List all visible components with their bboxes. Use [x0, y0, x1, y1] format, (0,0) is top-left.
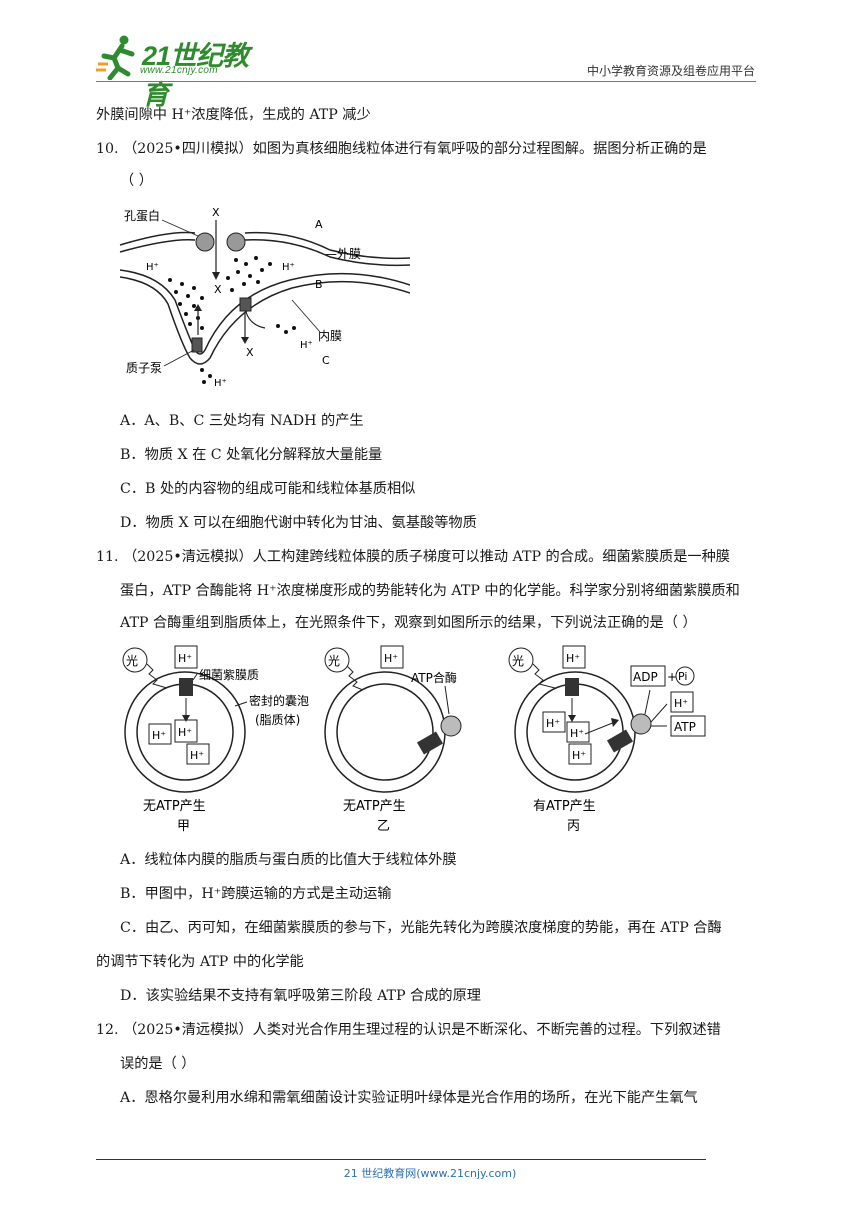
- q10-stem-line1: 10. （2025•四川模拟）如图为真核细胞线粒体进行有氧呼吸的部分过程图解。据…: [96, 141, 707, 157]
- q12-option-a: A．恩格尔曼利用水绵和需氧细菌设计实验证明叶绿体是光合作用的场所，在光下能产生氧…: [120, 1090, 698, 1106]
- panel-jia: 光 H⁺ H⁺ H⁺ H⁺ 细菌紫膜质 密封的囊泡 (脂质体) 无ATP产生 甲: [122, 645, 309, 834]
- h-label-4: H⁺: [214, 378, 227, 389]
- svg-text:H⁺: H⁺: [570, 727, 584, 740]
- atp-synthase-stalk: [416, 731, 444, 755]
- inner-membrane-label: 内膜: [318, 329, 342, 343]
- q11-option-c-line1: C．由乙、丙可知，在细菌紫膜质的参与下，光能先转化为跨膜浓度梯度的势能，再在 A…: [120, 920, 722, 936]
- proton-pump: [191, 337, 203, 353]
- liposome-experiment-diagram: 光 H⁺ H⁺ H⁺ H⁺ 细菌紫膜质 密封的囊泡 (脂质体) 无ATP产生 甲…: [122, 645, 706, 834]
- q11-option-a: A．线粒体内膜的脂质与蛋白质的比值大于线粒体外膜: [120, 852, 457, 868]
- q10-stem-line2: （ ）: [120, 173, 153, 189]
- proton-pump-label: 质子泵: [126, 361, 162, 375]
- q12-stem-line2: 误的是（ ）: [120, 1056, 196, 1072]
- q11-stem-line2: 蛋白，ATP 合酶能将 H⁺浓度梯度形成的势能转化为 ATP 中的化学能。科学家…: [120, 583, 740, 599]
- prev-question-end: 外膜间隙中 H⁺浓度降低，生成的 ATP 减少: [96, 107, 371, 123]
- svg-text:H⁺: H⁺: [384, 652, 398, 665]
- porin-protein: [195, 232, 215, 252]
- q11-option-b: B．甲图中，H⁺跨膜运输的方式是主动运输: [120, 886, 392, 902]
- panel-bing: 光 H⁺ H⁺ H⁺ H⁺ ADP + Pi H⁺ ATP 有ATP产生 丙: [508, 645, 706, 834]
- name-jia: 甲: [177, 819, 190, 834]
- header-divider: [96, 81, 756, 82]
- logo-url: www.21cnjy.com: [140, 65, 218, 76]
- vesicle-label: 密封的囊泡: [249, 693, 309, 708]
- q11-stem-line1: 11. （2025•清远模拟）人工构建跨线粒体膜的质子梯度可以推动 ATP 的合…: [96, 549, 730, 565]
- proton-dots: [168, 256, 296, 384]
- atp-product-label: ATP: [674, 720, 696, 734]
- atp-synthase-head: [440, 715, 462, 737]
- q12-stem-line1: 12. （2025•清远模拟）人类对光合作用生理过程的认识是不断深化、不断完善的…: [96, 1022, 721, 1038]
- outer-membrane-label: —外膜: [325, 247, 361, 261]
- site-logo: 21世纪教育 www.21cnjy.com: [96, 34, 266, 110]
- svg-text:H⁺: H⁺: [572, 749, 586, 762]
- svg-text:光: 光: [328, 654, 340, 668]
- liposome-label: (脂质体): [255, 712, 300, 727]
- caption-bing: 有ATP产生: [533, 799, 596, 814]
- footer-divider: [96, 1159, 706, 1160]
- q10-option-b: B．物质 X 在 C 处氧化分解释放大量能量: [120, 447, 383, 463]
- svg-text:H⁺: H⁺: [178, 726, 192, 739]
- logo-text: 21世纪教育: [142, 41, 249, 110]
- bacteriorhodopsin: [179, 678, 193, 696]
- name-bing: 丙: [567, 819, 580, 834]
- svg-text:H⁺: H⁺: [566, 652, 580, 665]
- x-label-mid: X: [214, 283, 222, 296]
- panel-yi: 光 H⁺ ATP合酶 无ATP产生 乙: [324, 645, 462, 834]
- svg-text:+: +: [667, 670, 677, 684]
- q11-stem-line3: ATP 合酶重组到脂质体上，在光照条件下，观察到如图所示的结果，下列说法正确的是…: [120, 615, 697, 631]
- svg-text:H⁺: H⁺: [546, 717, 560, 730]
- caption-jia: 无ATP产生: [143, 799, 206, 814]
- q11-option-d: D．该实验结果不支持有氧呼吸第三阶段 ATP 合成的原理: [120, 988, 481, 1004]
- q10-option-d: D．物质 X 可以在细胞代谢中转化为甘油、氨基酸等物质: [120, 515, 477, 531]
- name-yi: 乙: [377, 819, 390, 834]
- svg-text:H⁺: H⁺: [178, 652, 192, 665]
- runner-logo-icon: [96, 35, 135, 81]
- h-label-1: H⁺: [146, 262, 159, 273]
- atp-synthase-label: ATP合酶: [411, 670, 457, 685]
- region-a-label: A: [315, 218, 323, 231]
- porin-label: 孔蛋白: [124, 208, 160, 223]
- x-label-bottom: X: [246, 346, 254, 359]
- svg-text:光: 光: [126, 654, 138, 668]
- bacteriorhodopsin-label: 细菌紫膜质: [199, 668, 259, 682]
- footer-link[interactable]: 21 世纪教育网(www.21cnjy.com): [343, 1167, 517, 1180]
- svg-text:H⁺: H⁺: [152, 729, 166, 742]
- adp-label: ADP: [633, 670, 658, 684]
- q11-option-c-line2: 的调节下转化为 ATP 中的化学能: [96, 954, 304, 970]
- q10-option-c: C．B 处的内容物的组成可能和线粒体基质相似: [120, 481, 416, 497]
- x-label-top: X: [212, 206, 220, 219]
- svg-text:H⁺: H⁺: [190, 749, 204, 762]
- svg-text:H⁺: H⁺: [674, 697, 688, 710]
- h-label-3: H⁺: [300, 340, 313, 351]
- q10-option-a: A．A、B、C 三处均有 NADH 的产生: [120, 413, 364, 429]
- pi-label: Pi: [678, 670, 687, 683]
- mitochondria-diagram: 孔蛋白 X X X A —外膜 B 内膜 C H⁺ H⁺ H⁺ H⁺ 质子泵: [119, 206, 410, 389]
- platform-name: 中小学教育资源及组卷应用平台: [586, 64, 755, 78]
- svg-text:光: 光: [512, 654, 524, 668]
- region-b-label: B: [315, 278, 323, 291]
- region-c-label: C: [322, 354, 330, 367]
- inner-membrane-line: [119, 269, 410, 355]
- h-label-2: H⁺: [282, 262, 295, 273]
- caption-yi: 无ATP产生: [343, 799, 406, 814]
